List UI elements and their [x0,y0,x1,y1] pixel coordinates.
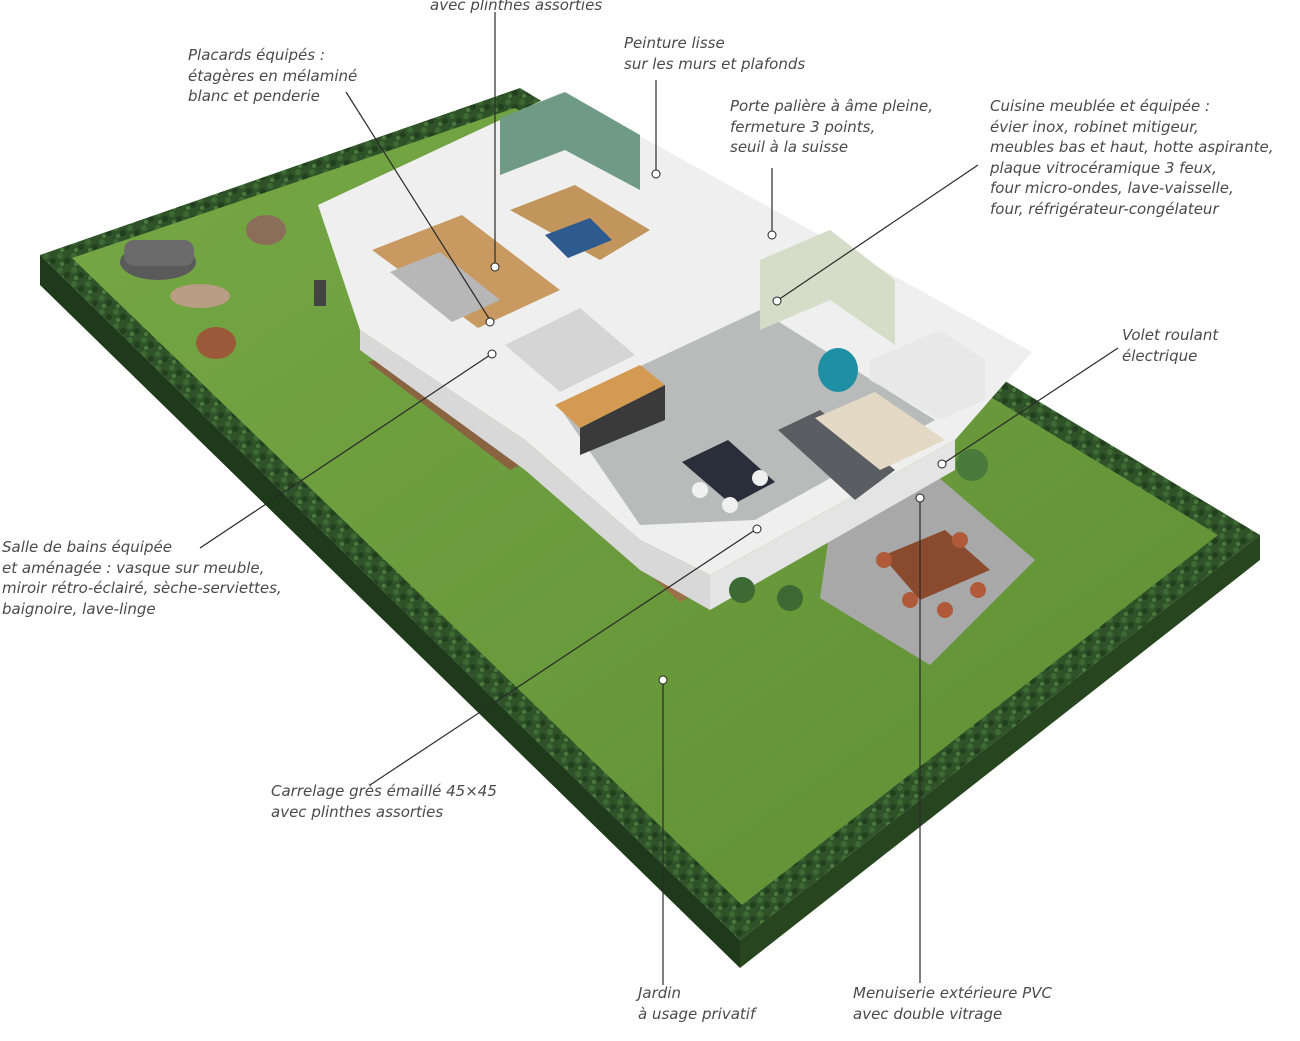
annotation-line: Placards équipés : [188,46,325,64]
annotation-line: sur les murs et plafonds [624,54,806,73]
leader-dots [485,169,947,685]
annotation-cuisine: Cuisine meublée et équipée : évier inox,… [990,96,1274,219]
annotation-menuiserie: Menuiserie extérieure PVC avec double vi… [853,983,1052,1024]
annotation-line: four, réfrigérateur-congélateur [990,199,1219,218]
annotation-line: Peinture lisse [624,34,725,52]
annotation-volet: Volet roulant électrique [1122,325,1218,366]
annotation-salle-bains: Salle de bains équipée et aménagée : vas… [2,537,282,619]
annotation-line: plaque vitrocéramique 3 feux, [990,158,1217,177]
annotation-line: à usage privatif [638,1004,756,1023]
annotation-line: blanc et penderie [188,87,320,105]
leader-lines [199,12,1119,985]
annotation-line: électrique [1122,346,1198,365]
annotation-jardin: Jardin à usage privatif [638,983,755,1024]
annotation-line: évier inox, robinet mitigeur, [990,117,1199,136]
annotation-line: Salle de bains équipée [2,538,172,556]
terrace-dining [876,530,990,618]
annotation-line: Cuisine meublée et équipée : [990,97,1210,115]
annotation-line: avec plinthes assorties [430,0,603,14]
annotation-line: fermeture 3 points, [730,117,876,136]
annotation-line: Porte palière à âme pleine, [730,97,934,115]
annotation-line: Volet roulant [1122,326,1219,344]
annotation-peinture: Peinture lisse sur les murs et plafonds [624,33,805,74]
annotation-plinthes-top: avec plinthes assorties [430,0,602,16]
annotation-line: four micro-ondes, lave-vaisselle, [990,179,1234,197]
annotation-placards: Placards équipés : étagères en mélaminé … [188,45,357,107]
annotation-line: seuil à la suisse [730,138,849,156]
annotation-porte: Porte palière à âme pleine, fermeture 3 … [730,96,933,158]
garden-lounge [120,215,326,359]
annotation-line: Menuiserie extérieure PVC [853,984,1052,1002]
annotation-line: Carrelage grès émaillé 45×45 [271,782,497,800]
annotation-line: miroir rétro-éclairé, sèche-serviettes, [2,579,282,597]
annotation-line: Jardin [638,984,681,1002]
annotation-carrelage: Carrelage grès émaillé 45×45 avec plinth… [271,781,497,822]
house [318,92,1032,611]
annotation-line: étagères en mélaminé [188,66,358,85]
annotation-line: avec double vitrage [853,1004,1003,1023]
annotation-line: avec plinthes assorties [271,802,444,821]
annotation-line: et aménagée : vasque sur meuble, [2,558,265,577]
annotation-line: meubles bas et haut, hotte aspirante, [990,138,1274,156]
annotation-line: baignoire, lave-linge [2,599,156,618]
